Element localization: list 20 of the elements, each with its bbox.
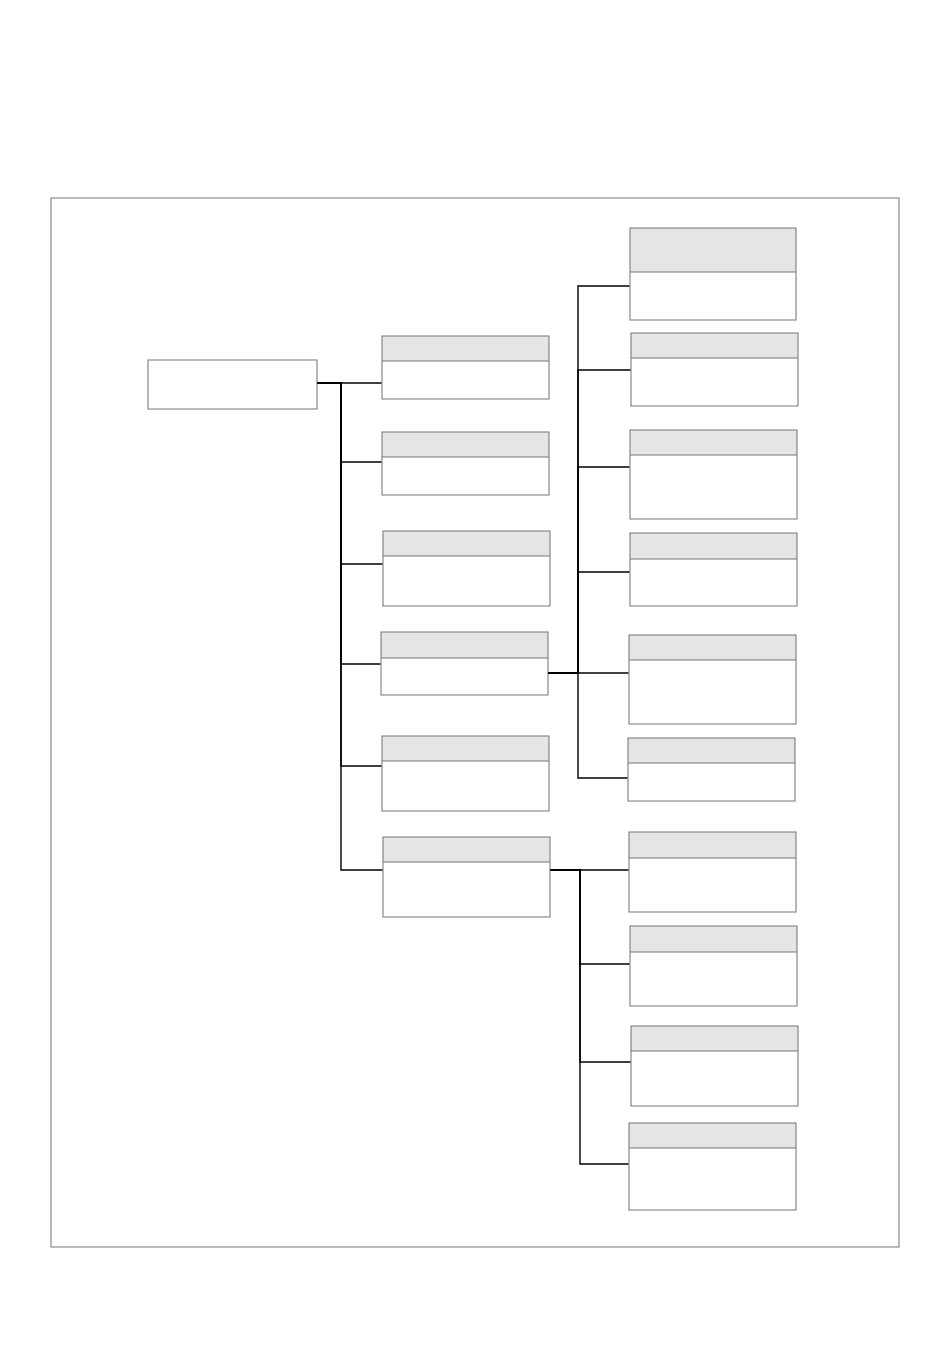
card-box bbox=[380, 631, 549, 696]
card-box bbox=[382, 530, 551, 607]
card-box bbox=[381, 335, 550, 400]
connector-line bbox=[316, 382, 384, 871]
card-box bbox=[629, 532, 798, 607]
card-box bbox=[382, 836, 551, 918]
card-box bbox=[629, 227, 797, 321]
card-box bbox=[628, 831, 797, 913]
card-box bbox=[630, 1025, 799, 1107]
card-box bbox=[381, 735, 550, 812]
box bbox=[147, 359, 318, 410]
card-box bbox=[627, 737, 796, 802]
card-box bbox=[628, 634, 797, 725]
connector-line bbox=[547, 672, 629, 779]
card-box bbox=[629, 429, 798, 520]
connector-line bbox=[549, 869, 630, 1165]
card-box bbox=[381, 431, 550, 496]
card-box bbox=[630, 332, 799, 407]
card-box bbox=[629, 925, 798, 1007]
card-box bbox=[628, 1122, 797, 1211]
